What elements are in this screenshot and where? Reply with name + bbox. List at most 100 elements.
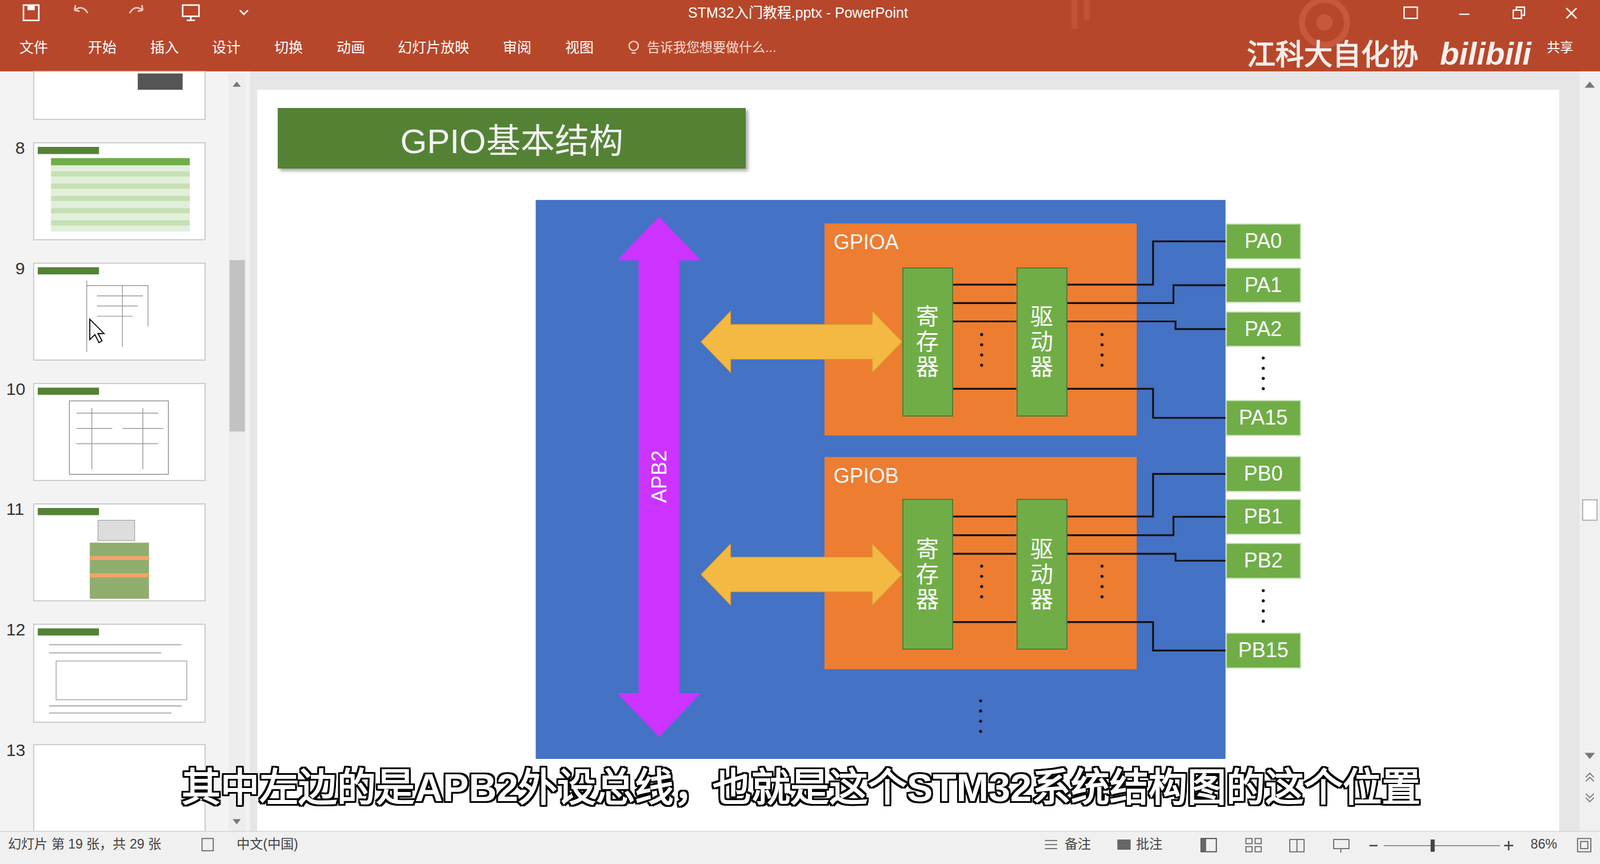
bus-arrow-fill: [617, 216, 701, 738]
thumbnail-table-row: [89, 556, 150, 560]
pin-label-box: PA15: [1225, 400, 1302, 436]
zoom-slider: [1383, 845, 1500, 847]
zoom-in-icon: [1504, 841, 1514, 851]
thumbnail-chip: [97, 520, 135, 541]
scroll-down-arrow: [232, 818, 241, 824]
zoom-thumb: [1430, 839, 1435, 852]
signal-wire: [953, 283, 1017, 286]
present-icon-stand: [186, 16, 195, 21]
scroll-up-arrow: [232, 81, 241, 87]
status-button: 批注: [1136, 836, 1163, 853]
minimize-icon: [1459, 13, 1470, 15]
slide-thumbnail: [33, 142, 206, 240]
register-block: 寄存器: [902, 498, 954, 650]
thumbnail-table: [56, 661, 187, 700]
lightbulb-icon-base: [631, 52, 636, 54]
slide-thumbnail: [33, 504, 206, 602]
save-icon: [23, 5, 39, 21]
watermark: bilibili: [1440, 34, 1532, 73]
pin-label-box: PA1: [1225, 267, 1302, 304]
thumbnail-header: [37, 267, 99, 275]
thumbnail-diagram: [69, 401, 168, 475]
signal-wire: [953, 320, 1017, 323]
slide-thumbnail: [33, 263, 206, 361]
notes-icon: [1045, 840, 1058, 849]
lightbulb-icon: [629, 41, 639, 51]
signal-wire: [1067, 473, 1226, 516]
signal-wire: [953, 515, 1017, 518]
close-icon: [1566, 8, 1577, 19]
status-bar: [0, 831, 1600, 864]
signal-wire: [1067, 553, 1226, 561]
thumbnail-pane: [0, 71, 251, 832]
slide-number: 10: [6, 378, 26, 400]
ribbon-tab: 审阅: [502, 38, 532, 56]
dropdown-icon: [240, 10, 248, 15]
thumbnail-header: [37, 387, 99, 395]
signal-wire: [953, 302, 1017, 304]
chip-outline: [536, 200, 1226, 759]
block-label: 驱动器: [1030, 536, 1054, 612]
pin-name: PA0: [1244, 229, 1282, 254]
thumbnail-header: [37, 508, 99, 515]
gpio-port-box: GPIOB寄存器驱动器: [824, 457, 1137, 670]
overlay-decor: [1071, 0, 1078, 29]
ribbon-tab: 动画: [336, 38, 366, 56]
signal-wire: [953, 388, 1017, 390]
port-name: GPIOA: [833, 230, 899, 255]
register-block: 寄存器: [902, 267, 954, 417]
normal-view-icon-pane: [1201, 838, 1207, 852]
pin-label-box: PB15: [1225, 632, 1302, 669]
ribbon-tab: 文件: [19, 38, 48, 56]
slideshow-view-icon: [1333, 839, 1350, 853]
scroll-up-arrow: [1584, 81, 1595, 88]
signal-wire: [953, 621, 1017, 623]
pin-label-box: PA2: [1225, 311, 1302, 348]
editing-pane: [250, 71, 1580, 832]
thumbnail-table-row: [89, 573, 150, 578]
status-button: 备注: [1064, 836, 1091, 853]
bus-name: APB2: [647, 450, 672, 503]
slide-thumbnail: [33, 71, 206, 120]
scroll-down-arrow: [1584, 752, 1595, 759]
overlay-decor: [1083, 0, 1090, 21]
ribbon-tab: 开始: [88, 38, 117, 56]
signal-wire: [953, 534, 1017, 536]
thumbnail-table: [89, 542, 150, 599]
fit-window-icon: [1577, 838, 1591, 852]
pin-label-box: PB1: [1225, 498, 1302, 535]
pin-label-box: PB0: [1225, 456, 1302, 492]
watermark: 江科大自化协: [1246, 37, 1419, 72]
thumbnail-table-row: [50, 171, 190, 177]
thumbnail-picture: [137, 73, 183, 91]
pin-name: PB1: [1244, 504, 1283, 529]
slide: [257, 89, 1560, 832]
thumbnail-table: [50, 158, 190, 232]
zoom-out-icon: [1369, 845, 1378, 847]
bus-double-arrow: [701, 544, 903, 606]
ribbon-options-icon: [1404, 6, 1418, 19]
thumbnail-text-lines: [49, 644, 182, 653]
pin-label-box: PA0: [1225, 223, 1302, 260]
signal-wire: [953, 553, 1017, 555]
undo-icon: [74, 5, 88, 14]
scroll-thumb: [229, 260, 246, 432]
search-hint: 告诉我您想要做什么...: [646, 40, 776, 56]
thumbnail-text-lines: [49, 705, 182, 713]
status-bar-border: [0, 830, 1600, 832]
normal-view-icon: [1201, 838, 1217, 852]
gpio-port-box: GPIOA寄存器驱动器: [824, 223, 1137, 436]
pin-name: PB2: [1244, 548, 1283, 573]
signal-wire: [1067, 388, 1226, 418]
slide-number: 9: [15, 258, 26, 279]
ribbon-tab: 插入: [150, 38, 179, 56]
pin-name: PB15: [1238, 638, 1289, 663]
redo-icon: [129, 5, 143, 14]
window-title: STM32入门教程.pptx - PowerPoint: [688, 4, 908, 22]
slide-number: 12: [6, 619, 26, 640]
sorter-view-icon: [1245, 838, 1262, 852]
block-label: 寄存器: [916, 304, 939, 380]
pane-scrollbar: [228, 73, 246, 832]
signal-wire: [1067, 241, 1226, 285]
